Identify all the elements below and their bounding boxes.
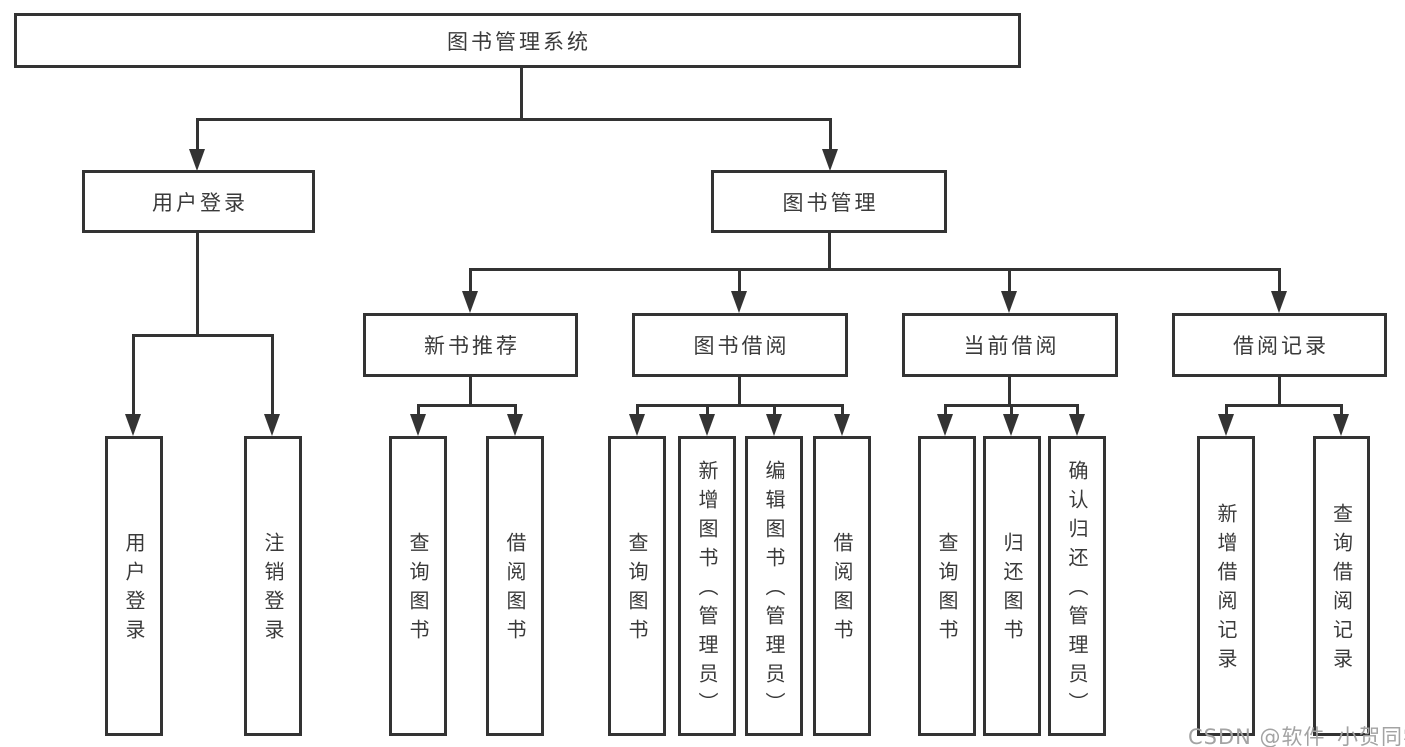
arrow-down-icon: [189, 118, 206, 171]
arrow-down-icon: [410, 404, 427, 436]
connector-root-vline: [520, 67, 523, 119]
node-label: 查询借阅记录: [1329, 503, 1354, 677]
csdn-watermark: CSDN @软件_小贺同学: [1188, 725, 1405, 747]
connector-user-login-vline: [196, 233, 199, 336]
arrow-down-icon: [1003, 404, 1020, 436]
node-book-borrowing: 图书借阅: [632, 313, 848, 377]
leaf-query-borrow-record: 查询借阅记录: [1313, 436, 1370, 736]
connector-book-management-hline: [469, 268, 1281, 271]
node-library-management-system: 图书管理系统: [14, 13, 1021, 68]
arrow-down-icon: [1218, 404, 1235, 436]
connector-root-hline: [196, 118, 832, 121]
node-label: 当前借阅: [963, 334, 1060, 358]
arrow-down-icon: [834, 404, 851, 436]
leaf-query-books-recommend: 查询图书: [389, 436, 447, 736]
arrow-down-icon: [629, 404, 646, 436]
arrow-down-icon: [822, 118, 839, 171]
node-current-borrowing: 当前借阅: [902, 313, 1118, 377]
node-label: 借阅图书: [830, 532, 854, 648]
node-label: 用户登录: [152, 190, 248, 215]
leaf-return-books: 归还图书: [983, 436, 1041, 736]
node-label: 确认归还（管理员）: [1065, 459, 1089, 721]
arrow-down-icon: [1069, 404, 1086, 436]
connector-records-vline: [1278, 377, 1281, 407]
node-label: 编辑图书（管理员）: [762, 459, 786, 721]
node-label: 图书管理: [782, 190, 879, 215]
node-label: 查询图书: [935, 532, 959, 648]
leaf-borrow-books-borrowing: 借阅图书: [813, 436, 871, 736]
node-label: 用户登录: [122, 532, 146, 648]
leaf-query-books-current: 查询图书: [918, 436, 976, 736]
arrow-down-icon: [731, 268, 748, 313]
connector-recommendation-vline: [469, 377, 472, 407]
node-book-management: 图书管理: [711, 170, 947, 233]
arrow-down-icon: [1001, 268, 1018, 313]
arrow-down-icon: [462, 268, 479, 313]
node-label: 图书管理系统: [447, 29, 591, 54]
arrow-down-icon: [264, 334, 281, 436]
leaf-query-books-borrowing: 查询图书: [608, 436, 666, 736]
node-label: 查询图书: [406, 532, 430, 648]
node-label: 图书借阅: [693, 334, 790, 358]
node-new-book-recommendation: 新书推荐: [363, 313, 578, 377]
connector-records-hline: [1226, 404, 1342, 407]
connector-recommendation-hline: [417, 404, 517, 407]
leaf-confirm-return-admin: 确认归还（管理员）: [1048, 436, 1106, 736]
leaf-logout-login: 注销登录: [244, 436, 302, 736]
node-label: 借阅图书: [503, 532, 527, 648]
node-label: 归还图书: [1000, 532, 1024, 648]
node-borrowing-records: 借阅记录: [1172, 313, 1387, 377]
node-label: 借阅记录: [1233, 334, 1329, 358]
arrow-down-icon: [125, 334, 142, 436]
node-label: 新书推荐: [424, 334, 520, 358]
node-label: 新增借阅记录: [1214, 503, 1238, 677]
arrow-down-icon: [507, 404, 524, 436]
connector-user-login-hline: [132, 334, 273, 337]
leaf-borrow-books-recommend: 借阅图书: [486, 436, 544, 736]
arrow-down-icon: [937, 404, 954, 436]
node-label: 新增图书（管理员）: [695, 459, 719, 721]
arrow-down-icon: [1271, 268, 1288, 313]
connector-current-vline: [1008, 377, 1011, 407]
node-label: 注销登录: [261, 532, 285, 648]
leaf-add-books-admin: 新增图书（管理员）: [678, 436, 736, 736]
arrow-down-icon: [1333, 404, 1350, 436]
node-user-login: 用户登录: [82, 170, 315, 233]
arrow-down-icon: [766, 404, 783, 436]
connector-borrowing-hline: [637, 404, 844, 407]
node-label: 查询图书: [625, 532, 649, 648]
connector-book-management-vline: [828, 233, 831, 270]
leaf-user-login: 用户登录: [105, 436, 163, 736]
connector-borrowing-vline: [738, 377, 741, 407]
leaf-edit-books-admin: 编辑图书（管理员）: [745, 436, 803, 736]
leaf-add-borrow-record: 新增借阅记录: [1197, 436, 1255, 736]
arrow-down-icon: [699, 404, 716, 436]
